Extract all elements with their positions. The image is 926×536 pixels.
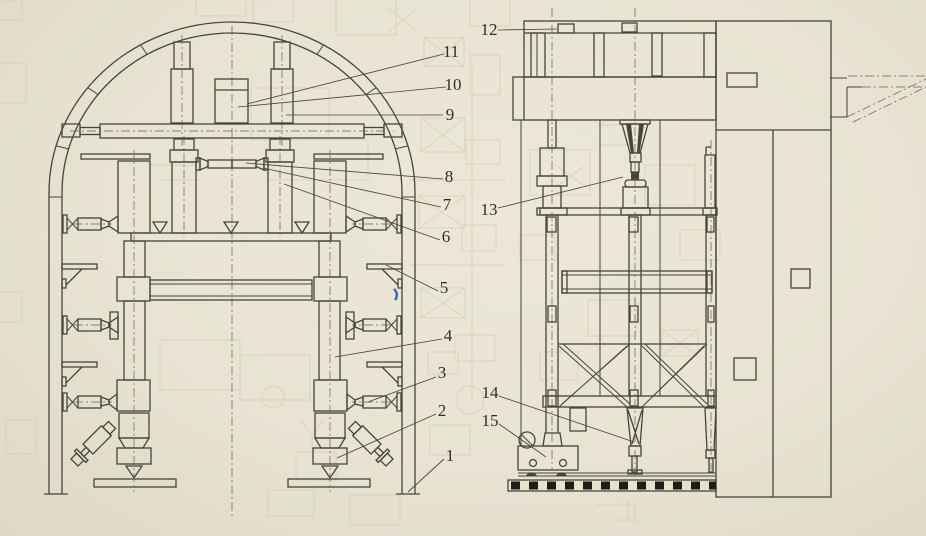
- part-label-14: 14: [482, 383, 500, 402]
- part-label-13: 13: [481, 200, 498, 219]
- rear-jack: [704, 407, 717, 473]
- bottom-beam: [542, 395, 717, 408]
- bogie: [517, 396, 579, 476]
- part-label-4: 4: [444, 326, 453, 345]
- mid-tie-beam: [561, 270, 713, 294]
- lower-cross-beam: [149, 279, 313, 301]
- post-rear: [702, 146, 718, 407]
- part-label-12: 12: [481, 20, 498, 39]
- side-elevation-view: [507, 8, 926, 498]
- end-frame: [715, 20, 832, 498]
- cross-bracing: [558, 343, 708, 408]
- tail-bracket: [830, 75, 926, 123]
- trolley-left-half: [61, 34, 233, 493]
- labels: 1 2 3 4 5 6 7 8 9 10 11 12 13 14 15: [438, 20, 499, 465]
- part-label-10: 10: [445, 75, 462, 94]
- trolley-center: [70, 78, 394, 301]
- tunnel-lining: [44, 21, 420, 495]
- part-label-2: 2: [438, 401, 447, 420]
- part-label-8: 8: [445, 167, 454, 186]
- part-label-5: 5: [440, 278, 449, 297]
- part-label-9: 9: [446, 105, 455, 124]
- part-label-7: 7: [443, 195, 452, 214]
- rail-track: [507, 472, 717, 492]
- blue-pen-mark: [393, 288, 399, 301]
- post-centerlines: [551, 8, 712, 478]
- part-label-1: 1: [446, 446, 455, 465]
- trolley-right-half: [231, 34, 403, 493]
- center-box: [214, 78, 249, 124]
- part-label-3: 3: [438, 363, 447, 382]
- bleedthrough-layer: [0, 0, 721, 526]
- cross-section-view: [44, 21, 420, 516]
- rear-legs: [520, 120, 661, 446]
- part-label-11: 11: [443, 42, 459, 61]
- leader-lines: [237, 28, 635, 493]
- part-label-15: 15: [482, 411, 499, 430]
- carriage-beam: [512, 76, 717, 121]
- hanger-posts: [530, 32, 717, 78]
- part-label-6: 6: [442, 227, 451, 246]
